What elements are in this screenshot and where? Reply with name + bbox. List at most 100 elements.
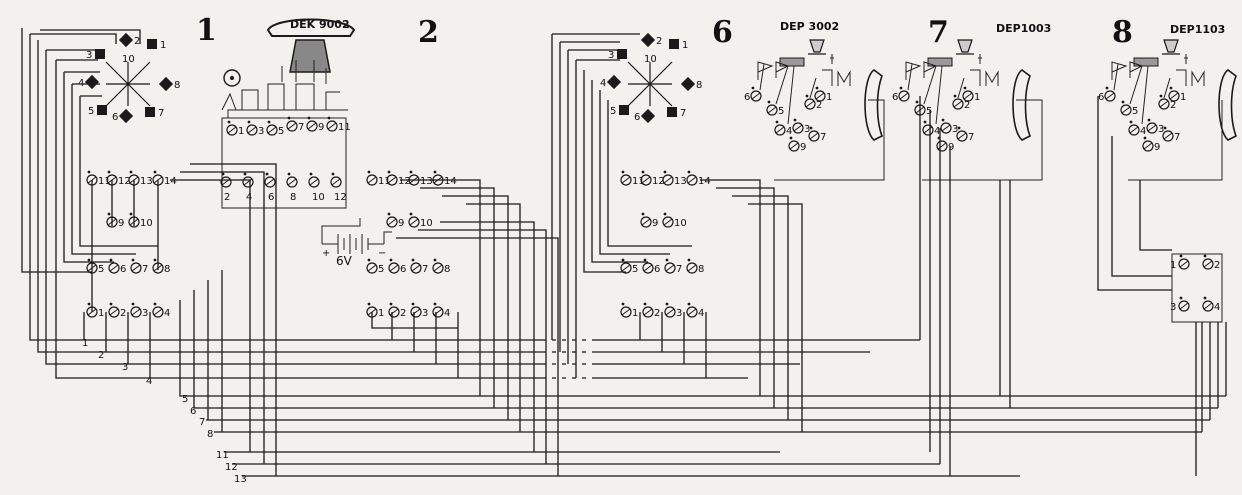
terminal-dot xyxy=(243,172,247,176)
terminal-screw xyxy=(246,124,258,136)
terminal-dot xyxy=(1121,100,1125,104)
wire-s2-drop xyxy=(400,179,481,396)
terminal-number: 5 xyxy=(1132,106,1138,117)
terminal-slot xyxy=(793,124,803,132)
terminal-number: 14 xyxy=(164,176,177,187)
terminal-screw xyxy=(386,216,398,228)
wire-s2 xyxy=(371,312,458,329)
terminal-screw xyxy=(664,262,676,274)
terminal-slot xyxy=(109,308,119,316)
terminal-slot xyxy=(941,124,951,132)
terminal-slot xyxy=(367,176,377,184)
wire-left-bus xyxy=(29,34,85,341)
terminal-slot xyxy=(621,308,631,316)
dep-levers xyxy=(907,63,965,125)
terminal-dot xyxy=(805,94,809,98)
terminal-slot xyxy=(643,308,653,316)
terminal-dot xyxy=(621,258,625,262)
terminal-dot xyxy=(641,212,645,216)
terminal-screw xyxy=(808,130,820,142)
terminal-dot xyxy=(665,258,669,262)
junction-box xyxy=(1171,253,1223,323)
terminal-screw xyxy=(686,262,698,274)
terminal-dot xyxy=(621,170,625,174)
terminal-screw xyxy=(792,122,804,134)
terminal-dot xyxy=(411,258,415,262)
dep-box xyxy=(1128,100,1223,181)
terminal-dot xyxy=(309,172,313,176)
line-label-13: 13 xyxy=(234,474,247,485)
terminal-slot xyxy=(109,264,119,272)
terminal-dot xyxy=(387,170,391,174)
wire-s2-drop xyxy=(418,229,547,464)
terminal-screw xyxy=(242,176,254,188)
terminal-screw xyxy=(264,176,276,188)
selector-number: 3 xyxy=(608,50,614,61)
terminal-slot xyxy=(1129,126,1139,134)
dep-switch-bar xyxy=(927,57,953,67)
wire-s6-drop xyxy=(716,187,775,408)
terminal-number: 4 xyxy=(1214,302,1220,313)
dep-levers xyxy=(1113,63,1171,125)
terminal-slot xyxy=(287,122,297,130)
terminal-slot xyxy=(621,264,631,272)
terminal-slot xyxy=(963,92,973,100)
terminal-screw xyxy=(326,120,338,132)
terminal-number: 7 xyxy=(298,122,304,133)
terminal-number: 3 xyxy=(804,124,810,135)
terminal-number: 6 xyxy=(892,92,898,103)
terminal-number: 11 xyxy=(632,176,645,187)
terminal-dot xyxy=(963,86,967,90)
terminal-number: 8 xyxy=(444,264,450,275)
terminal-dot xyxy=(621,302,625,306)
terminal-screw xyxy=(1146,122,1158,134)
selector-contact xyxy=(640,32,656,48)
terminal-slot xyxy=(309,178,319,186)
terminal-dot xyxy=(227,120,231,124)
terminal-dot xyxy=(433,170,437,174)
line-label-11: 11 xyxy=(216,450,229,461)
terminal-dot xyxy=(87,170,91,174)
terminal-slot xyxy=(387,176,397,184)
dep-box xyxy=(774,99,885,181)
terminal-dot xyxy=(953,94,957,98)
terminal-dot xyxy=(109,258,113,262)
selector-arm xyxy=(649,61,673,85)
terminal-number: 5 xyxy=(926,106,932,117)
terminal-slot xyxy=(937,142,947,150)
terminal-dot xyxy=(789,136,793,140)
selector-arm xyxy=(105,61,129,85)
terminal-number: 4 xyxy=(164,308,170,319)
terminal-number: 5 xyxy=(98,264,104,275)
dep-switch-bar xyxy=(1133,57,1159,67)
terminal-number: 2 xyxy=(964,100,970,111)
terminal-screw xyxy=(1104,90,1116,102)
terminal-screw xyxy=(388,262,400,274)
terminal-number: 5 xyxy=(378,264,384,275)
terminal-number: 7 xyxy=(820,132,826,143)
terminal-screw xyxy=(130,262,142,274)
terminal-number: 5 xyxy=(278,126,284,137)
wire-s2-drop xyxy=(396,237,559,476)
terminal-number: 8 xyxy=(164,264,170,275)
dek-links xyxy=(281,60,327,84)
terminal-number: 5 xyxy=(632,264,638,275)
terminal-screw xyxy=(1162,130,1174,142)
wire-left-bus xyxy=(21,28,92,273)
terminal-slot xyxy=(805,100,815,108)
terminal-slot xyxy=(1203,260,1213,268)
terminal-slot xyxy=(665,308,675,316)
selector-number: 6 xyxy=(112,112,118,123)
terminal-number: 10 xyxy=(140,218,153,229)
terminal-number: 9 xyxy=(1154,142,1160,153)
terminal-number: 3 xyxy=(1170,302,1176,313)
terminal-dot xyxy=(1203,296,1207,300)
wire-s2-drop xyxy=(440,221,535,452)
terminal-dot xyxy=(327,116,331,120)
terminal-dot xyxy=(389,258,393,262)
selector-number: 10 xyxy=(122,54,135,65)
terminal-dot xyxy=(687,258,691,262)
terminal-slot xyxy=(153,308,163,316)
terminal-number: 12 xyxy=(118,176,131,187)
terminal-number: 3 xyxy=(952,124,958,135)
